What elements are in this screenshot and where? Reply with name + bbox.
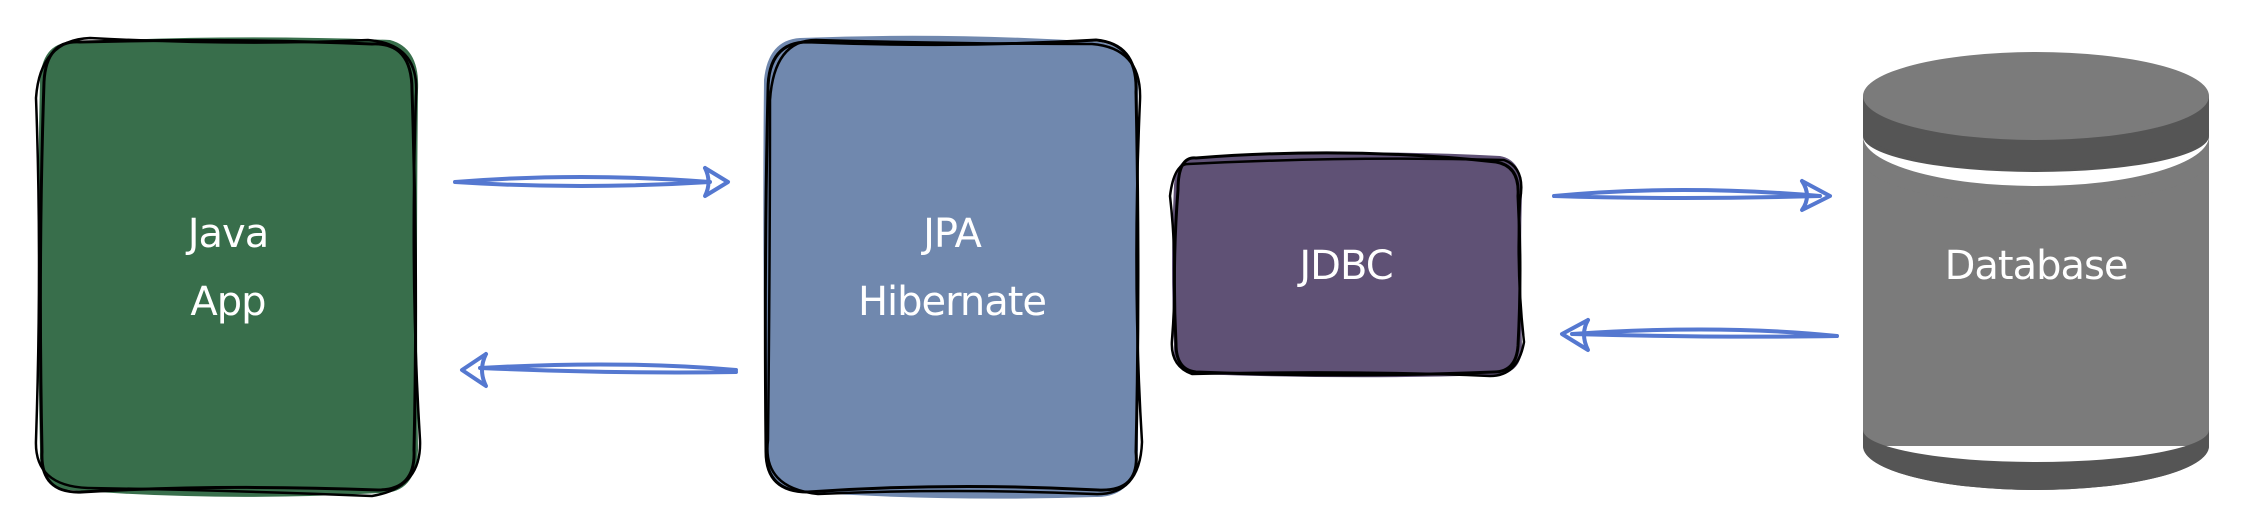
arrow-java-to-jpa: [453, 166, 730, 198]
java-app-label: Java App: [188, 200, 269, 336]
hibernate-label-line2: Hibernate: [857, 279, 1047, 325]
database-label-line1: Database: [1944, 243, 2129, 289]
jdbc-label: JDBC: [1299, 232, 1393, 300]
java-app-node[interactable]: [34, 36, 422, 498]
database-label: Database: [1944, 232, 2129, 300]
java-app-label-line2: App: [190, 279, 266, 325]
jpa-hibernate-label: JPA Hibernate: [857, 200, 1047, 336]
jdbc-label-line1: JDBC: [1299, 243, 1393, 289]
database-node[interactable]: [1863, 52, 2209, 490]
arrow-jpa-to-java: [460, 352, 738, 388]
jpa-hibernate-node[interactable]: [763, 35, 1144, 499]
jdbc-node[interactable]: [1168, 151, 1526, 378]
arrow-database-to-jdbc: [1560, 318, 1839, 352]
jpa-label-line1: JPA: [923, 211, 982, 257]
java-app-label-line1: Java: [187, 211, 269, 257]
arrow-jdbc-to-database: [1552, 179, 1832, 212]
